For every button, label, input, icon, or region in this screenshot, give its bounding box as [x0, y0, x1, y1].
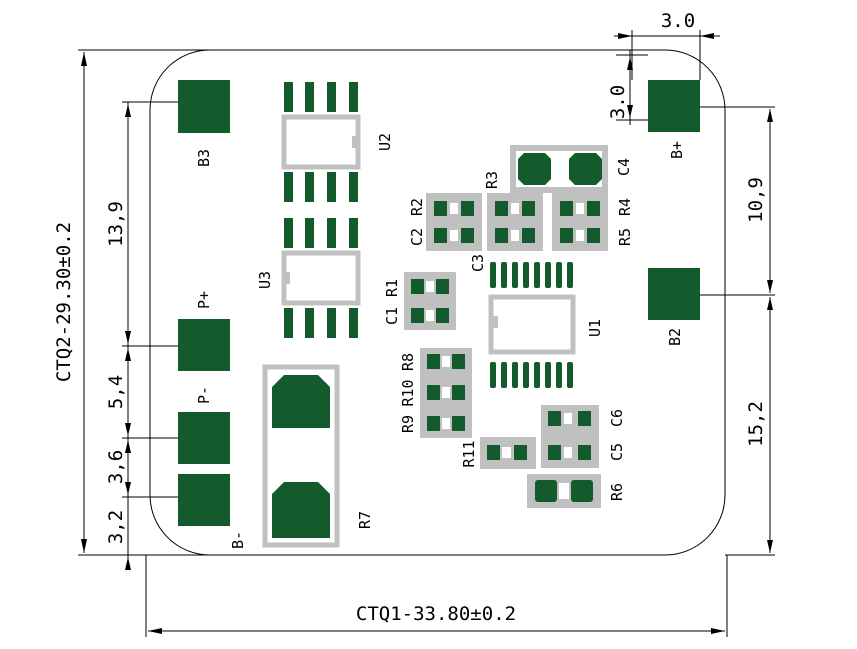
width-dim-label: CTQ1-33.80±0.2	[356, 603, 516, 625]
pad-bminus	[178, 474, 230, 526]
label-r8: R8	[399, 353, 417, 371]
dim-pminus: 3,6	[105, 450, 127, 484]
label-r9: R9	[399, 415, 417, 433]
pad-b2	[648, 268, 700, 320]
dimension-arrows	[81, 33, 773, 634]
label-c2: C2	[408, 228, 426, 246]
dim-right-lower: 15,2	[745, 401, 767, 447]
dim-top-width: 3.0	[661, 10, 695, 32]
pad-bplus	[648, 80, 700, 132]
capacitor-c4	[510, 145, 608, 193]
label-r10: R10	[399, 379, 417, 406]
label-r4: R4	[616, 198, 634, 216]
label-pminus: P-	[195, 386, 213, 404]
label-r7: R7	[356, 511, 374, 529]
board-outline	[149, 49, 726, 556]
pad-pplus	[178, 319, 230, 371]
label-c5: C5	[608, 443, 626, 461]
dim-pplus: 5,4	[105, 375, 127, 409]
dim-top-height: 3.0	[607, 85, 629, 119]
pad-pminus	[178, 412, 230, 464]
label-c1: C1	[383, 307, 401, 325]
ic-u1	[488, 262, 576, 388]
dim-bminus: 3,2	[105, 510, 127, 544]
label-r5: R5	[616, 228, 634, 246]
label-c6: C6	[608, 409, 626, 427]
ic-u3	[281, 218, 361, 338]
component-labels: R2 C2 R3 C3 R4 R5 R1 C1 R8 R10 R9 R11 C6…	[383, 171, 634, 501]
label-c3: C3	[469, 254, 487, 272]
height-dim-label: CTQ2-29.30±0.2	[53, 222, 75, 382]
dim-right-upper: 10,9	[745, 177, 767, 223]
ic-u2	[281, 82, 361, 202]
dim-b3: 13,9	[105, 201, 127, 247]
label-r1: R1	[383, 279, 401, 297]
label-u3: U3	[256, 271, 274, 289]
label-r2: R2	[408, 198, 426, 216]
label-u1: U1	[586, 319, 604, 337]
smd-pairs	[404, 193, 608, 508]
label-pplus: P+	[195, 291, 213, 309]
label-r3: R3	[483, 171, 501, 189]
label-r6: R6	[608, 483, 626, 501]
label-b2: B2	[666, 328, 684, 346]
resistor-r7	[262, 364, 340, 548]
pad-b3	[178, 80, 230, 133]
label-r11: R11	[460, 440, 478, 467]
label-c4: C4	[615, 158, 633, 176]
label-bplus: B+	[668, 141, 686, 159]
label-bminus: B-	[229, 531, 247, 549]
label-b3: B3	[195, 149, 213, 167]
label-u2: U2	[376, 133, 394, 151]
